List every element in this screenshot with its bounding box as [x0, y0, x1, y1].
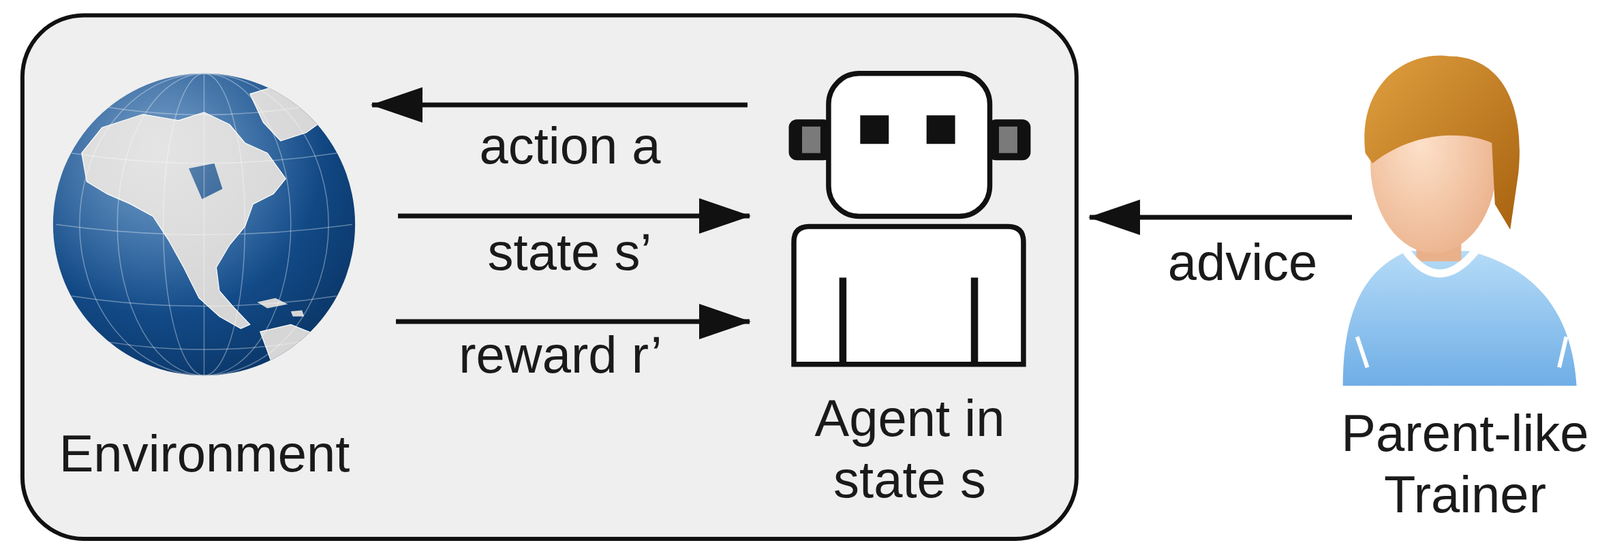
- node-box: Agent in state s: [783, 68, 1036, 511]
- arrow-connector: [395, 319, 750, 325]
- edge-label: advice: [1165, 232, 1321, 293]
- person-icon: [1343, 55, 1577, 387]
- node-box: Environment: [47, 68, 362, 484]
- icon-space: [47, 68, 362, 424]
- robot-icon: [789, 73, 1032, 365]
- node-box: Parent-like Trainer: [1335, 54, 1595, 526]
- edge-label: state s’: [485, 222, 655, 283]
- edge-label: action a: [476, 115, 664, 176]
- icon-space: [783, 68, 1036, 388]
- arrow-connector: [1089, 215, 1352, 221]
- icon-space: [1335, 54, 1595, 403]
- edge-label: reward r’: [455, 325, 665, 386]
- node-label: Agent in state s: [783, 387, 1036, 511]
- environment-panel: [22, 14, 1077, 540]
- arrow-connector: [397, 213, 750, 219]
- node-label: Environment: [47, 423, 362, 484]
- node-label: Parent-like Trainer: [1335, 402, 1595, 526]
- globe: [53, 73, 356, 380]
- arrow-connector: [372, 102, 748, 108]
